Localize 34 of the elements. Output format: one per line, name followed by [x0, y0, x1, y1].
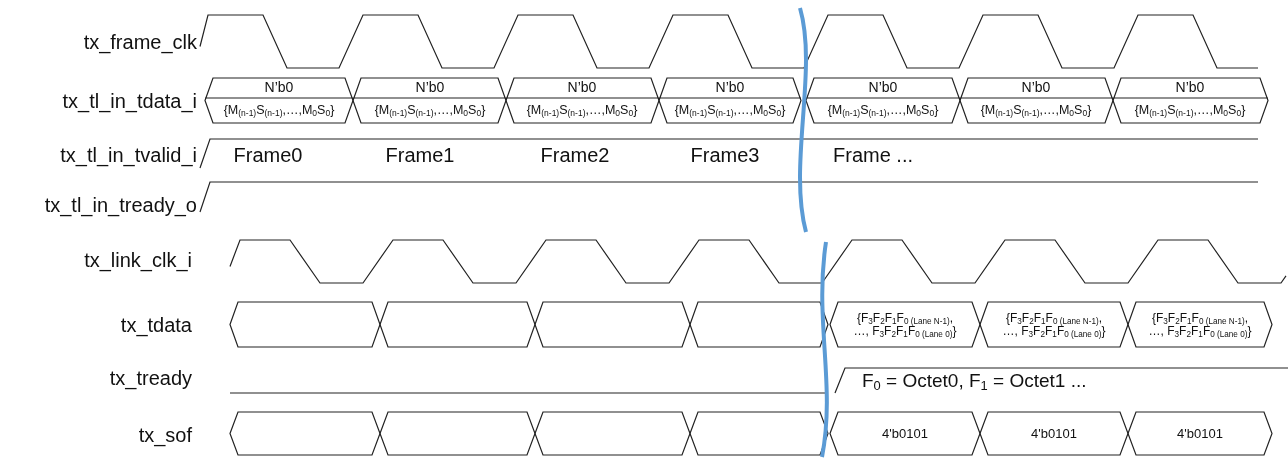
- bus-value: N’b0: [868, 80, 898, 96]
- bus-value: {M$_{(n-1)}$S$_{(n-1)}$,…,M$_{0}$S$_{0}$}: [674, 104, 786, 118]
- bus-value: {M$_{(n-1)}$S$_{(n-1)}$,…,M$_{0}$S$_{0}$}: [526, 104, 638, 118]
- bus-value: {F$_{3}$F$_{2}$F$_{1}$F$_{0 (Lane N-1)}$, …, F$_{3}$F$_{2}$F$_{1}$F$_{0 (Lane 0)}$}: [852, 311, 958, 339]
- bus-value: 4'b0101: [1031, 426, 1077, 442]
- signal-name: tx_tl_in_tready_o: [44, 194, 197, 216]
- bus-value: {M$_{(n-1)}$S$_{(n-1)}$,…,M$_{0}$S$_{0}$}: [223, 104, 335, 118]
- bus-value: {M$_{(n-1)}$S$_{(n-1)}$,…,M$_{0}$S$_{0}$}: [827, 104, 939, 118]
- signal-name: tx_sof: [138, 424, 192, 446]
- frame-label: Frame2: [540, 144, 610, 166]
- signal-name: tx_tdata: [120, 314, 192, 336]
- frame-label: Frame0: [233, 144, 303, 166]
- bus-value: {F$_{3}$F$_{2}$F$_{1}$F$_{0 (Lane N-1)}$, …, F$_{3}$F$_{2}$F$_{1}$F$_{0 (Lane 0)}$}: [1147, 311, 1253, 339]
- bus-value: {F$_{3}$F$_{2}$F$_{1}$F$_{0 (Lane N-1)}$, …, F$_{3}$F$_{2}$F$_{1}$F$_{0 (Lane 0)}$}: [1001, 311, 1107, 339]
- bus-value: 4'b0101: [882, 426, 928, 442]
- bus-value: N’b0: [1175, 80, 1205, 96]
- signal-name: tx_link_clk_i: [84, 249, 192, 271]
- bus-value: {M$_{(n-1)}$S$_{(n-1)}$,…,M$_{0}$S$_{0}$}: [1134, 104, 1246, 118]
- bus-value: N’b0: [264, 80, 294, 96]
- signal-name: tx_frame_clk: [83, 31, 197, 53]
- bus-value: 4'b0101: [1177, 426, 1223, 442]
- bus-value: {M$_{(n-1)}$S$_{(n-1)}$,…,M$_{0}$S$_{0}$}: [980, 104, 1092, 118]
- bus-value: N’b0: [1021, 80, 1051, 96]
- bus-value: N’b0: [715, 80, 745, 96]
- bus-value: N’b0: [415, 80, 445, 96]
- bus-value: {M$_{(n-1)}$S$_{(n-1)}$,…,M$_{0}$S$_{0}$}: [374, 104, 486, 118]
- bus-value: N’b0: [567, 80, 597, 96]
- signal-name: tx_tl_in_tvalid_i: [60, 144, 197, 166]
- frame-label: Frame3: [690, 144, 760, 166]
- signal-name: tx_tready: [109, 367, 192, 389]
- frame-label: Frame1: [385, 144, 455, 166]
- note-text: F$_{0}$ = Octet0, F$_{1}$ = Octet1 ...: [862, 370, 1087, 392]
- signal-name: tx_tl_in_tdata_i: [62, 90, 197, 112]
- frame-label: Frame ...: [833, 144, 913, 166]
